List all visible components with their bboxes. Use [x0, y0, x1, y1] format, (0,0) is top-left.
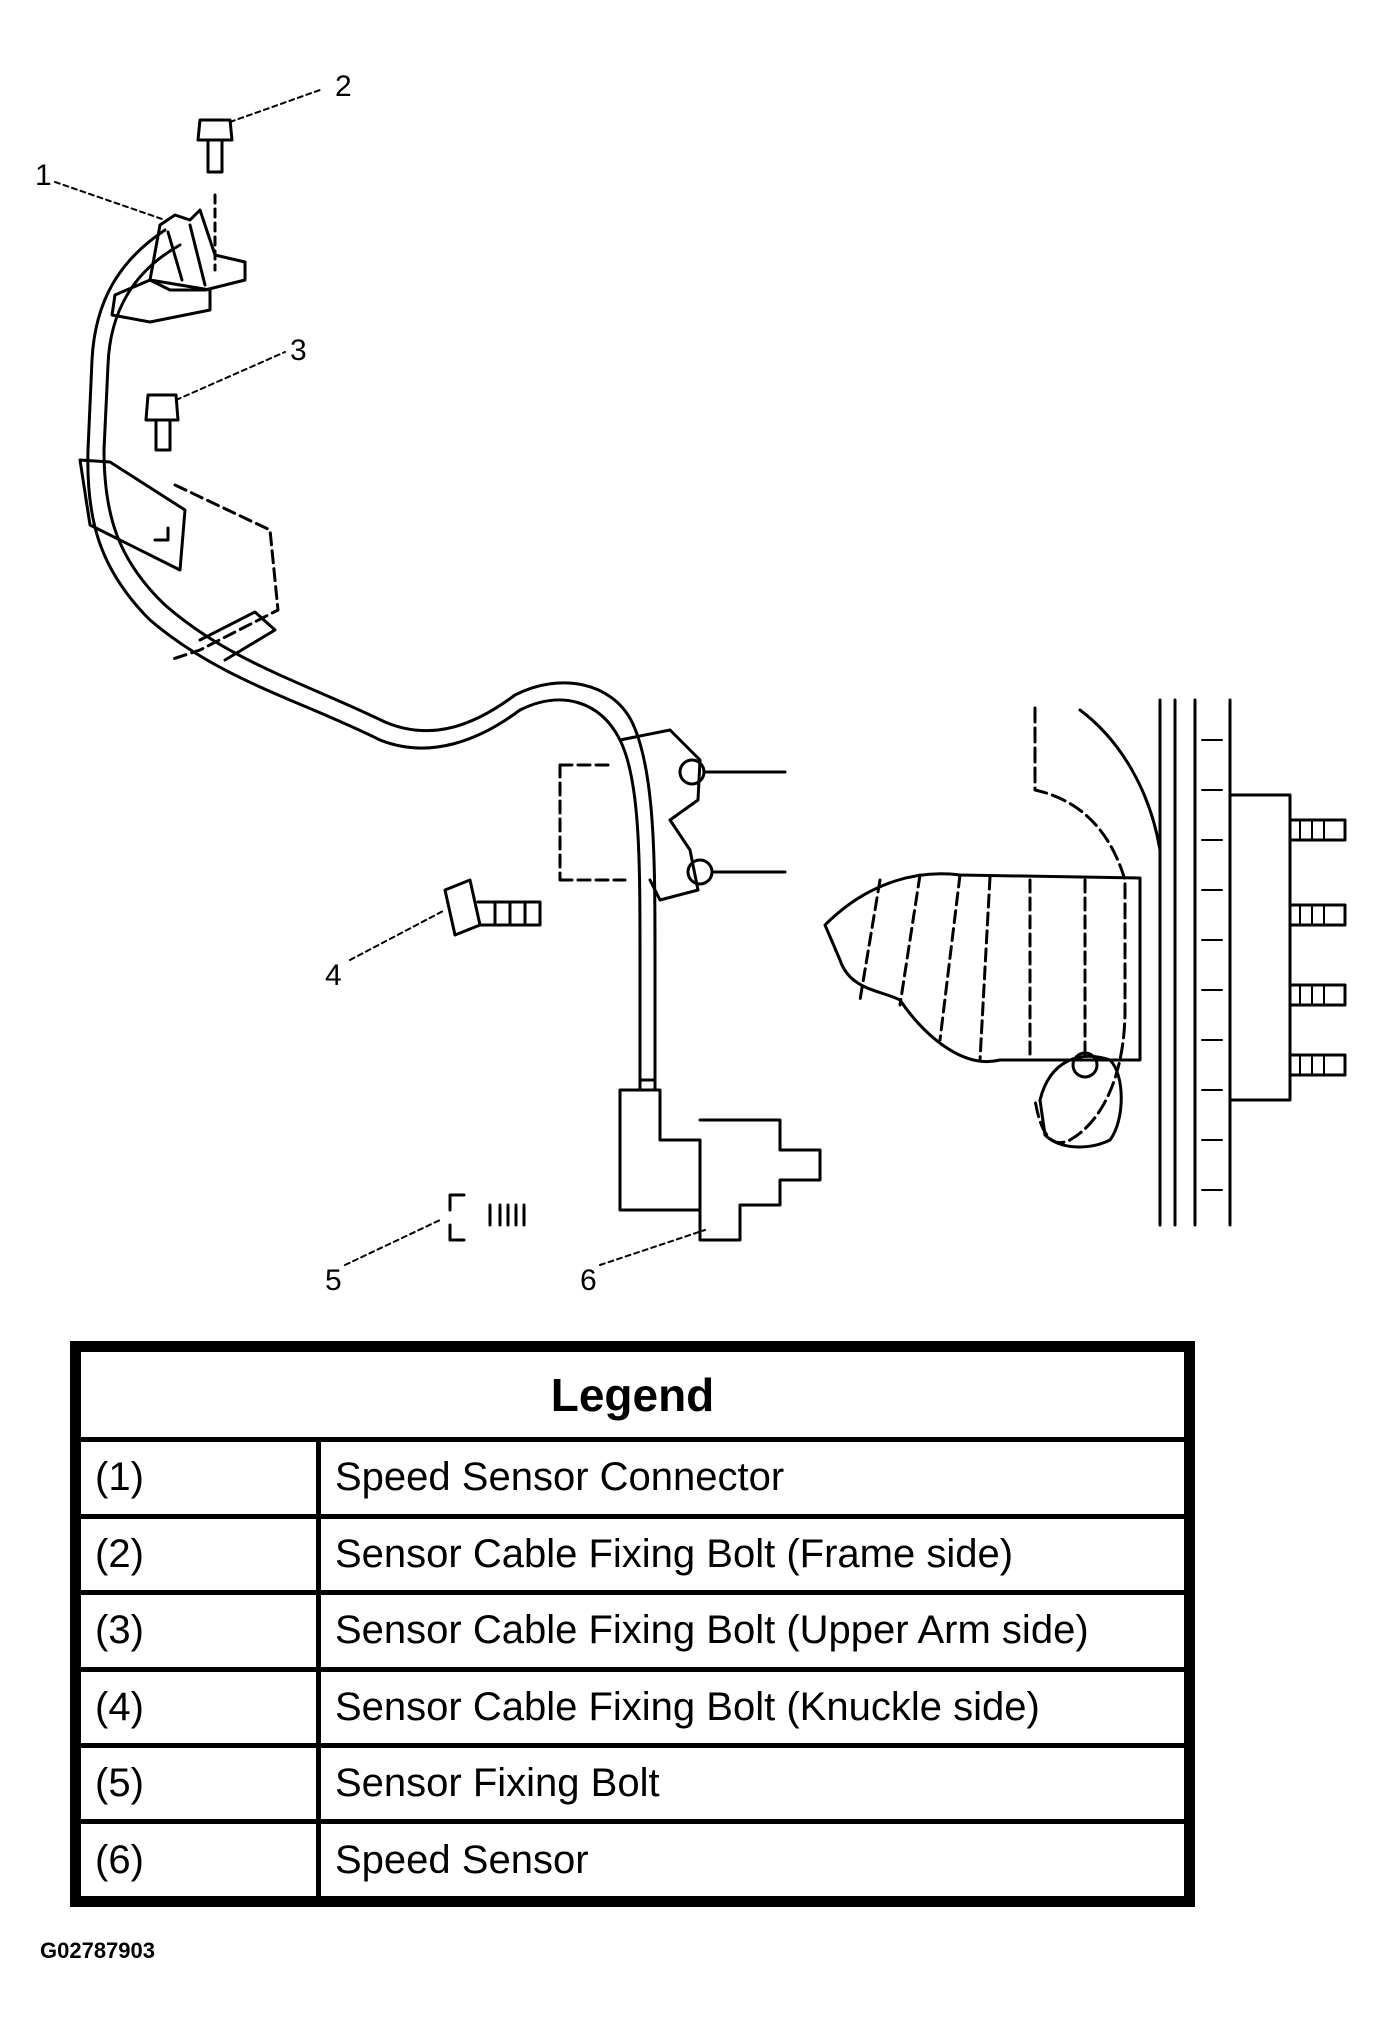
callout-3: 3 — [290, 334, 307, 367]
callout-6: 6 — [580, 1264, 597, 1297]
table-row: (1)Speed Sensor Connector — [76, 1437, 1189, 1519]
callout-1: 1 — [35, 159, 52, 192]
callout-4: 4 — [325, 959, 342, 992]
speed-sensor-diagram: 1 2 3 4 5 6 — [35, 70, 1347, 1297]
drive-shaft-boot — [823, 872, 1142, 1149]
bolt-knuckle-side — [443, 878, 542, 937]
figure-code: G02787903 — [40, 1938, 155, 1963]
callout-2: 2 — [335, 70, 352, 103]
table-row: (2)Sensor Cable Fixing Bolt (Frame side) — [76, 1513, 1189, 1596]
legend-description: Sensor Cable Fixing Bolt (Frame side) — [316, 1513, 1189, 1596]
table-row: (5)Sensor Fixing Bolt — [76, 1743, 1189, 1825]
callout-5: 5 — [325, 1264, 342, 1297]
table-row: (6)Speed Sensor — [76, 1819, 1189, 1901]
legend-table: Legend (1)Speed Sensor Connector (2)Sens… — [70, 1341, 1195, 1907]
sensor-fixing-bolt — [448, 1193, 526, 1242]
speed-sensor — [618, 1088, 822, 1242]
legend-description: Sensor Fixing Bolt — [316, 1743, 1189, 1825]
knuckle-bracket — [558, 728, 787, 902]
legend-number: (4) — [76, 1666, 321, 1749]
sensor-cable — [86, 228, 657, 1092]
upper-arm-bracket — [78, 458, 280, 662]
legend-number: (6) — [76, 1819, 321, 1901]
legend-title: Legend — [76, 1346, 1189, 1443]
table-row: (3)Sensor Cable Fixing Bolt (Upper Arm s… — [76, 1590, 1189, 1672]
speed-sensor-connector — [110, 208, 247, 324]
table-row: (4)Sensor Cable Fixing Bolt (Knuckle sid… — [76, 1666, 1189, 1749]
bolt-frame-side — [196, 118, 234, 272]
legend-description: Speed Sensor — [316, 1819, 1189, 1901]
leader-lines — [54, 89, 706, 1266]
legend-description: Speed Sensor Connector — [316, 1437, 1189, 1519]
bolt-upper-arm-side — [144, 393, 180, 452]
legend-number: (3) — [76, 1590, 321, 1672]
legend-description: Sensor Cable Fixing Bolt (Upper Arm side… — [316, 1590, 1189, 1672]
legend-number: (5) — [76, 1743, 321, 1825]
legend-number: (2) — [76, 1513, 321, 1596]
legend-description: Sensor Cable Fixing Bolt (Knuckle side) — [316, 1666, 1189, 1749]
legend-number: (1) — [76, 1437, 321, 1519]
